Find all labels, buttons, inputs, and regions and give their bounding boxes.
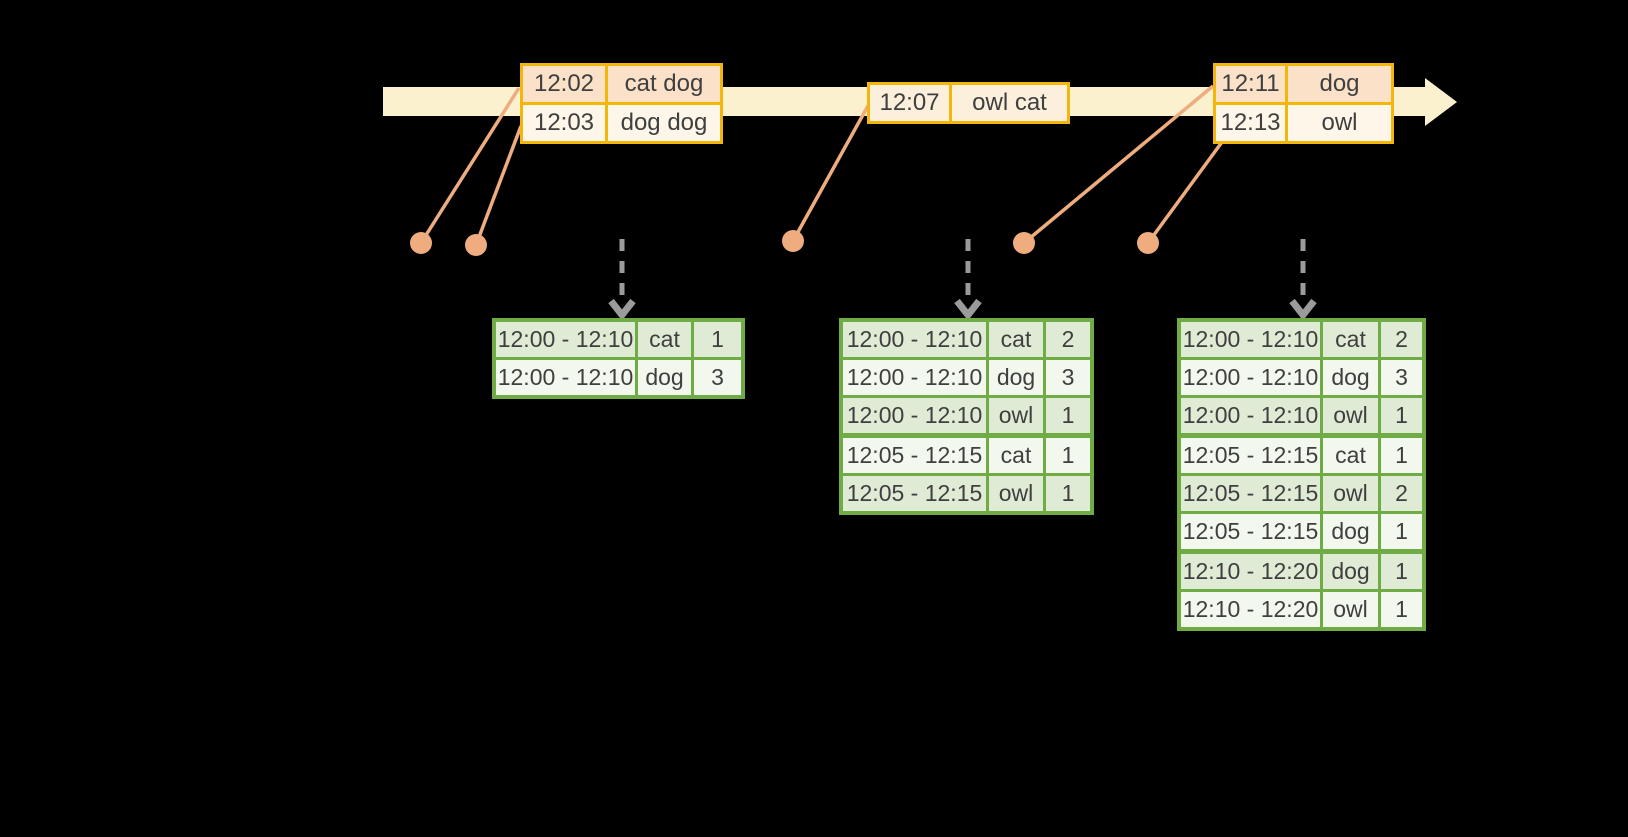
result-row: 12:00 - 12:10 owl 1 (843, 395, 1090, 433)
arrow-down-icon (954, 298, 982, 321)
result-row: 12:05 - 12:15 owl 2 (1181, 473, 1422, 511)
count-cell: 1 (1395, 596, 1408, 622)
word-cell: owl (1323, 476, 1381, 511)
word-cell: cat (989, 438, 1046, 473)
result-row: 12:05 - 12:15 cat 1 (843, 433, 1090, 473)
window-cell: 12:05 - 12:15 (1181, 514, 1323, 549)
window-cell: 12:05 - 12:15 (843, 438, 989, 473)
result-row: 12:00 - 12:10 cat 2 (843, 322, 1090, 357)
result-row: 12:10 - 12:20 dog 1 (1181, 549, 1422, 589)
event-row: 12:13 owl (1216, 102, 1391, 141)
count-cell: 3 (711, 364, 724, 390)
event-row: 12:03 dog dog (523, 102, 720, 141)
event-time-cell: 12:07 (870, 85, 952, 121)
count-cell: 2 (1061, 326, 1075, 352)
event-words-cell: owl (1321, 109, 1358, 136)
event-words-cell: owl cat (972, 89, 1047, 116)
count-cell: 1 (711, 326, 724, 352)
window-cell: 12:00 - 12:10 (496, 322, 638, 357)
result-row: 12:05 - 12:15 owl 1 (843, 473, 1090, 511)
window-cell: 12:00 - 12:10 (843, 360, 989, 395)
count-cell: 3 (1061, 364, 1075, 390)
connector-line (791, 103, 871, 242)
event-words-cell: dog (1319, 70, 1360, 97)
count-cell: 1 (1061, 402, 1075, 428)
event-row: 12:02 cat dog (523, 66, 720, 102)
event-time-cell: 12:02 (523, 66, 608, 102)
word-cell: owl (1323, 592, 1381, 627)
result-row: 12:10 - 12:20 owl 1 (1181, 589, 1422, 627)
window-cell: 12:00 - 12:10 (843, 322, 989, 357)
event-table-2: 12:07 owl cat (867, 82, 1070, 124)
word-cell: dog (989, 360, 1046, 395)
word-cell: cat (638, 322, 694, 357)
result-row: 12:05 - 12:15 dog 1 (1181, 511, 1422, 549)
event-time-cell: 12:13 (1216, 105, 1288, 141)
window-cell: 12:05 - 12:15 (843, 476, 989, 511)
event-time-cell: 12:11 (1216, 66, 1288, 102)
word-cell: cat (1323, 322, 1381, 357)
result-row: 12:05 - 12:15 cat 1 (1181, 433, 1422, 473)
window-cell: 12:10 - 12:20 (1181, 592, 1323, 627)
event-table-3: 12:11 dog 12:13 owl (1213, 63, 1394, 144)
connector-line (419, 87, 521, 244)
window-cell: 12:00 - 12:10 (496, 360, 638, 395)
trigger-arrow (1289, 239, 1317, 321)
event-words-cell: cat dog (624, 70, 704, 97)
connector-line (474, 125, 523, 246)
word-cell: dog (1323, 360, 1381, 395)
count-cell: 2 (1395, 326, 1408, 352)
result-row: 12:00 - 12:10 cat 2 (1181, 322, 1422, 357)
connector-line (1022, 84, 1215, 245)
connector-line (1146, 140, 1224, 245)
count-cell: 1 (1395, 442, 1408, 468)
result-row: 12:00 - 12:10 cat 1 (496, 322, 741, 357)
timeline-arrowhead-icon (1425, 78, 1457, 126)
count-cell: 1 (1395, 402, 1408, 428)
result-table-2: 12:00 - 12:10 cat 2 12:00 - 12:10 dog 3 … (839, 318, 1094, 515)
result-table-3: 12:00 - 12:10 cat 2 12:00 - 12:10 dog 3 … (1177, 318, 1426, 631)
count-cell: 1 (1061, 442, 1075, 468)
word-cell: cat (1323, 438, 1381, 473)
event-time-cell: 12:03 (523, 105, 608, 141)
result-table-1: 12:00 - 12:10 cat 1 12:00 - 12:10 dog 3 (492, 318, 745, 399)
result-row: 12:00 - 12:10 dog 3 (496, 357, 741, 395)
event-dot (1013, 232, 1035, 254)
result-row: 12:00 - 12:10 owl 1 (1181, 395, 1422, 433)
window-cell: 12:00 - 12:10 (1181, 398, 1323, 433)
window-cell: 12:00 - 12:10 (843, 398, 989, 433)
word-cell: dog (1323, 554, 1381, 589)
arrow-down-icon (608, 298, 636, 321)
count-cell: 1 (1395, 558, 1408, 584)
result-row: 12:00 - 12:10 dog 3 (843, 357, 1090, 395)
word-cell: dog (638, 360, 694, 395)
result-row: 12:00 - 12:10 dog 3 (1181, 357, 1422, 395)
event-dot (410, 232, 432, 254)
count-cell: 1 (1061, 480, 1075, 506)
window-cell: 12:10 - 12:20 (1181, 554, 1323, 589)
window-cell: 12:00 - 12:10 (1181, 360, 1323, 395)
count-cell: 1 (1395, 518, 1408, 544)
trigger-arrow (954, 239, 982, 321)
window-cell: 12:05 - 12:15 (1181, 476, 1323, 511)
trigger-arrow (608, 239, 636, 321)
window-cell: 12:05 - 12:15 (1181, 438, 1323, 473)
event-row: 12:11 dog (1216, 66, 1391, 102)
arrow-down-icon (1289, 298, 1317, 321)
event-words-cell: dog dog (620, 109, 708, 136)
event-row: 12:07 owl cat (870, 85, 1067, 121)
event-dot (465, 234, 487, 256)
word-cell: owl (989, 476, 1046, 511)
word-cell: cat (989, 322, 1046, 357)
window-cell: 12:00 - 12:10 (1181, 322, 1323, 357)
count-cell: 2 (1395, 480, 1408, 506)
word-cell: owl (989, 398, 1046, 433)
word-cell: owl (1323, 398, 1381, 433)
word-cell: dog (1323, 514, 1381, 549)
event-dot (1137, 232, 1159, 254)
event-table-1: 12:02 cat dog 12:03 dog dog (520, 63, 723, 144)
count-cell: 3 (1395, 364, 1408, 390)
event-dot (782, 230, 804, 252)
